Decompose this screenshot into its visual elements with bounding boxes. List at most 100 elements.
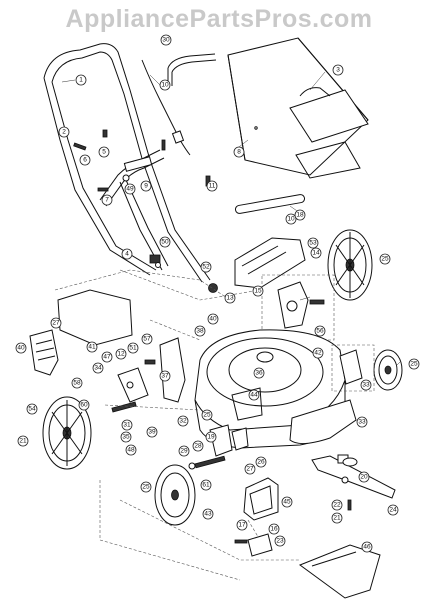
callout-c47: 47 — [101, 351, 113, 363]
callout-c3: 3 — [332, 64, 344, 76]
callout-c6: 6 — [79, 154, 91, 166]
callout-c43: 43 — [202, 508, 214, 520]
svg-text:51: 51 — [129, 345, 137, 352]
svg-text:57: 57 — [143, 336, 151, 343]
rear-wheel-right — [327, 229, 373, 301]
svg-text:37: 37 — [161, 373, 169, 380]
callout-c18: 18 — [294, 209, 306, 221]
svg-text:29: 29 — [180, 448, 188, 455]
callout-c42: 42 — [312, 347, 324, 359]
callout-c45: 45 — [281, 496, 293, 508]
svg-text:61: 61 — [202, 482, 210, 489]
svg-text:23: 23 — [276, 538, 284, 545]
callout-c25a: 25 — [379, 253, 391, 265]
callout-c32: 32 — [177, 415, 189, 427]
callout-c10b: 10 — [285, 213, 297, 225]
svg-text:20: 20 — [360, 474, 368, 481]
callout-c36: 36 — [253, 367, 265, 379]
svg-text:21: 21 — [333, 515, 341, 522]
svg-text:11: 11 — [209, 183, 216, 190]
svg-text:5: 5 — [102, 149, 106, 156]
callout-c17: 17 — [236, 519, 248, 531]
callout-c33b: 33 — [360, 379, 372, 391]
svg-text:36: 36 — [255, 370, 263, 377]
battery-pack — [243, 477, 279, 521]
callout-c38: 38 — [194, 325, 206, 337]
svg-text:42: 42 — [314, 350, 322, 357]
svg-text:26: 26 — [257, 459, 265, 466]
callout-c50: 50 — [159, 236, 171, 248]
callout-c40a: 40 — [15, 342, 27, 354]
callout-c20: 20 — [358, 471, 370, 483]
watermark: AppliancePartsPros.com — [66, 5, 373, 33]
callout-c52: 52 — [200, 261, 212, 273]
svg-text:10: 10 — [287, 216, 295, 223]
svg-text:56: 56 — [316, 328, 324, 335]
left-height-adjuster — [111, 337, 186, 413]
svg-text:25: 25 — [142, 484, 150, 491]
callout-c9: 9 — [140, 180, 152, 192]
svg-text:1: 1 — [79, 77, 83, 84]
svg-text:43: 43 — [204, 511, 212, 518]
callout-c4: 4 — [121, 248, 133, 260]
deck-plug — [234, 533, 273, 557]
callout-c2: 2 — [58, 126, 70, 138]
callout-c49: 49 — [124, 183, 136, 195]
callout-c11: 11 — [206, 180, 218, 192]
discharge-chute — [289, 399, 357, 444]
svg-text:25: 25 — [203, 412, 211, 419]
callout-c14: 14 — [310, 247, 322, 259]
svg-text:33: 33 — [362, 382, 370, 389]
callout-c21b: 21 — [331, 512, 343, 524]
callout-c53: 53 — [307, 237, 319, 249]
svg-text:54: 54 — [28, 406, 36, 413]
svg-text:25: 25 — [410, 361, 418, 368]
svg-text:60: 60 — [80, 402, 88, 409]
svg-text:40: 40 — [17, 345, 25, 352]
svg-text:34: 34 — [94, 365, 102, 372]
svg-text:2: 2 — [62, 129, 66, 136]
svg-text:33: 33 — [358, 419, 366, 426]
svg-text:7: 7 — [105, 197, 109, 204]
front-axle-bracket — [188, 424, 249, 470]
svg-text:38: 38 — [196, 328, 204, 335]
grass-bag — [227, 37, 369, 179]
callout-c25d: 25 — [140, 481, 152, 493]
assembly-guides — [99, 269, 300, 581]
svg-text:32: 32 — [179, 418, 187, 425]
svg-text:24: 24 — [389, 507, 397, 514]
svg-text:4: 4 — [125, 251, 129, 258]
svg-text:27: 27 — [52, 320, 60, 327]
callout-c13: 13 — [224, 292, 236, 304]
svg-text:17: 17 — [238, 522, 246, 529]
svg-text:44: 44 — [250, 392, 258, 399]
callout-c57: 57 — [141, 333, 153, 345]
svg-text:53: 53 — [309, 240, 317, 247]
blade-adapter — [342, 457, 358, 467]
front-wheel-bottom — [154, 464, 196, 526]
callout-c60: 60 — [78, 399, 90, 411]
callout-c12: 12 — [115, 348, 127, 360]
rear-wheel-small — [373, 349, 403, 391]
svg-text:10: 10 — [161, 82, 169, 89]
callout-c56: 56 — [314, 325, 326, 337]
side-discharge-chute — [298, 544, 381, 599]
callout-c48: 48 — [125, 444, 137, 456]
callout-c22: 22 — [331, 499, 343, 511]
svg-text:3: 3 — [336, 67, 340, 74]
callout-c21a: 21 — [17, 435, 29, 447]
svg-text:18: 18 — [296, 212, 304, 219]
callout-c39: 39 — [146, 426, 158, 438]
callout-c26: 26 — [255, 456, 267, 468]
svg-text:40: 40 — [209, 316, 217, 323]
svg-text:35: 35 — [122, 434, 130, 441]
callout-c24: 24 — [387, 504, 399, 516]
svg-text:12: 12 — [117, 351, 125, 358]
svg-text:28: 28 — [194, 443, 202, 450]
svg-text:15: 15 — [254, 288, 262, 295]
svg-text:58: 58 — [73, 380, 81, 387]
svg-text:41: 41 — [88, 344, 96, 351]
callout-c8: 8 — [233, 146, 245, 158]
rear-adjuster-right — [331, 344, 375, 392]
leader-lines — [61, 71, 401, 367]
